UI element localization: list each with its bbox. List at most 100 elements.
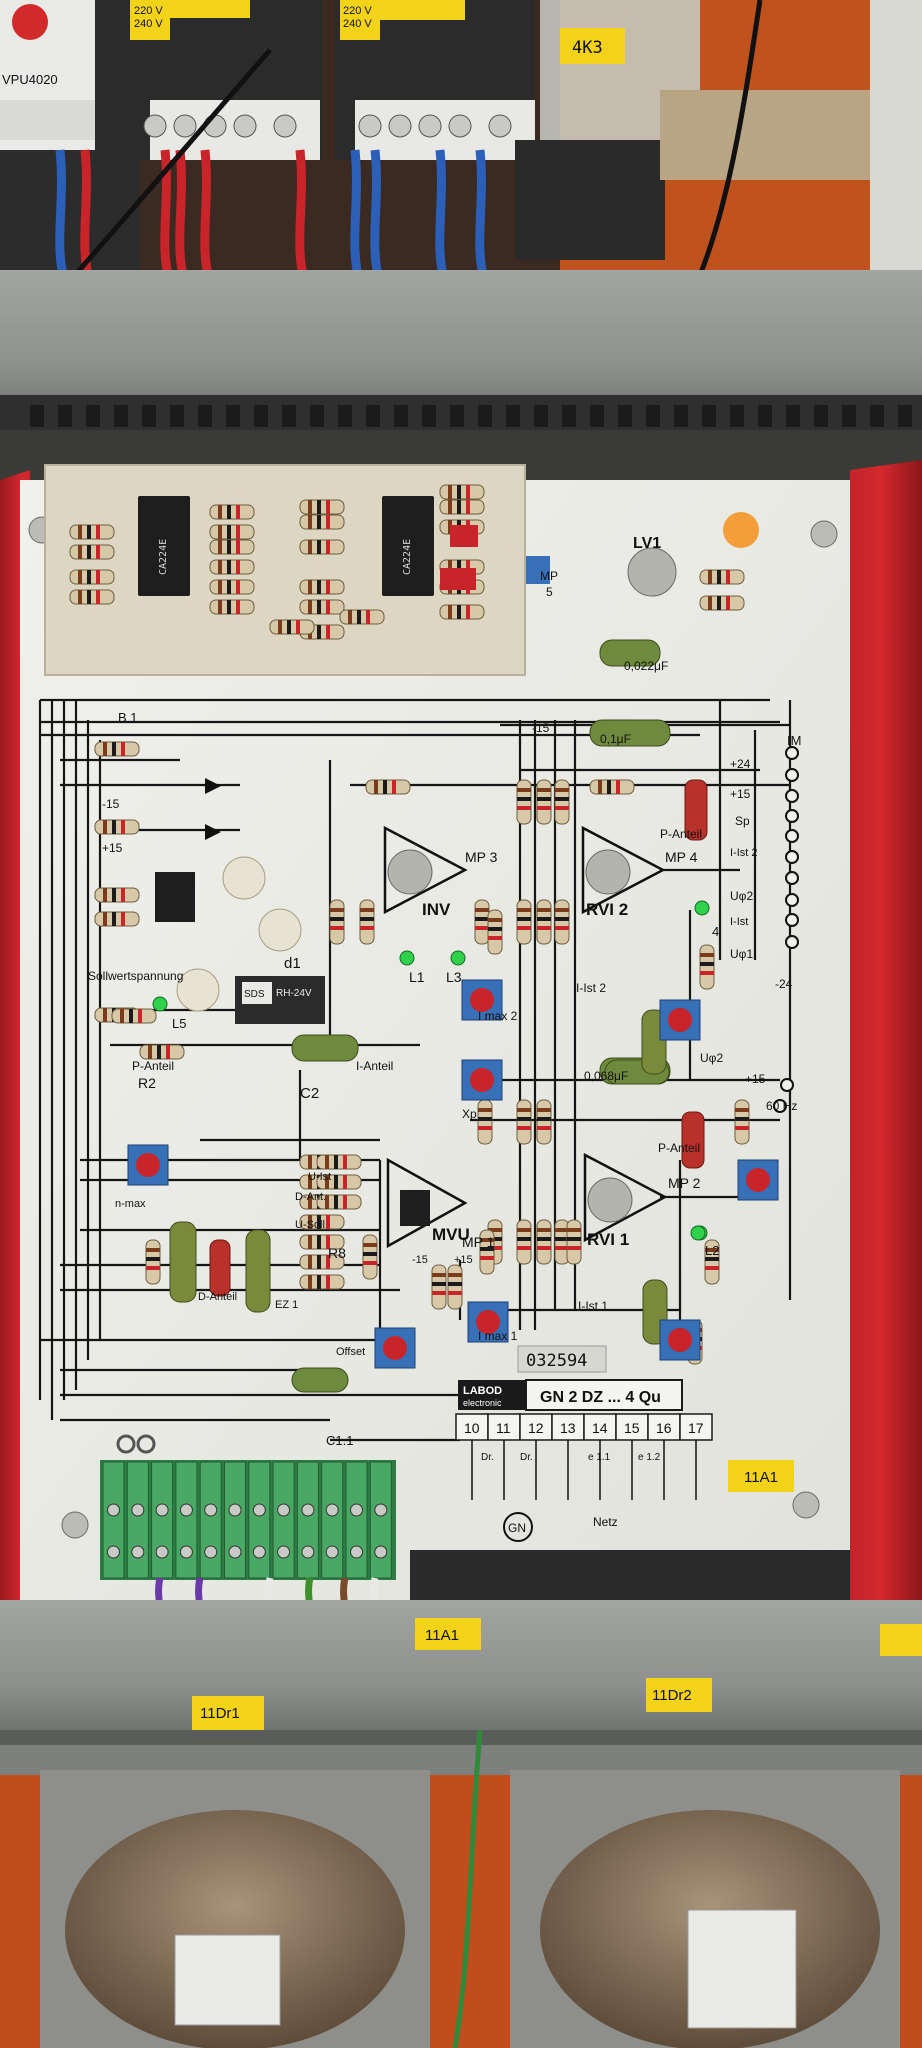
resistor-band (112, 888, 116, 902)
terminal-cell (126, 1461, 149, 1579)
tag-right: 11Dr2 (652, 1687, 692, 1704)
label-im: IM (787, 733, 801, 748)
resistor-band (700, 962, 714, 966)
resistor-band (360, 917, 374, 921)
resistor-band (317, 580, 321, 594)
resistor (554, 899, 570, 945)
rail-slot (898, 405, 912, 427)
resistor-band (705, 1266, 719, 1270)
resistor-band (517, 1246, 531, 1250)
resistor-band (567, 1237, 581, 1241)
resistor-band (537, 797, 551, 801)
resistor-band (334, 1175, 338, 1189)
model-name: GN 2 DZ ... 4 Qu (540, 1389, 661, 1406)
label-l4: 4 (712, 924, 719, 939)
terminal-screw-icon (350, 1545, 363, 1559)
resistor (699, 569, 745, 585)
resistor-band (478, 1126, 492, 1130)
resistor-band (218, 525, 222, 539)
resistor-band (308, 1235, 312, 1249)
label-cap2: 0,068μF (584, 1069, 628, 1083)
resistor-band (112, 820, 116, 834)
terminal-number: 17 (688, 1420, 704, 1436)
resistor-band (87, 525, 91, 539)
test-pin (785, 809, 799, 823)
electrolytic-capacitor (222, 856, 266, 900)
resistor-band (236, 540, 240, 554)
resistor-band (227, 580, 231, 594)
resistor-band (537, 917, 551, 921)
hook-icon (116, 1434, 136, 1454)
resistor-band (555, 1237, 569, 1241)
rail-slot (142, 405, 156, 427)
resistor (111, 1008, 157, 1024)
label-l2: L2 (705, 1243, 719, 1258)
label-mp5b: 5 (546, 585, 553, 599)
resistor-band (96, 590, 100, 604)
breaker-knob-icon (12, 4, 48, 40)
resistor (516, 1099, 532, 1145)
resistor-band (326, 580, 330, 594)
ic-right (382, 496, 434, 596)
resistor-band (227, 560, 231, 574)
resistor-band (157, 1045, 161, 1059)
resistor-band (308, 500, 312, 514)
terminal-cell (679, 1413, 713, 1441)
red-resistor (681, 1111, 705, 1169)
resistor-band (308, 1195, 312, 1209)
resistor-band (227, 540, 231, 554)
resistor (359, 899, 375, 945)
resistor-band (457, 485, 461, 499)
rail-slot (422, 405, 436, 427)
terminal-cell (151, 1461, 174, 1579)
resistor-band (278, 620, 282, 634)
rail-slot (786, 405, 800, 427)
resistor-band (121, 888, 125, 902)
label-p15: +15 (730, 787, 751, 801)
resistor-band (488, 936, 502, 940)
label-panteil_r2: P-Anteil (658, 1141, 700, 1155)
serial-number: 032594 (526, 1351, 587, 1371)
label-inv: INV (422, 900, 451, 919)
resistor (69, 544, 115, 560)
resistor-band (448, 1291, 462, 1295)
resistor (431, 1264, 447, 1310)
terminal-number: 12 (528, 1420, 544, 1436)
terminal-screw-icon (277, 1503, 291, 1517)
terminal-cell (647, 1413, 681, 1441)
resistor-band (308, 1255, 312, 1269)
label-gn: GN (508, 1521, 526, 1535)
resistor (474, 899, 490, 945)
resistor-band (308, 1275, 312, 1289)
resistor-band (146, 1266, 160, 1270)
terminal-screw-icon (374, 1545, 388, 1559)
resistor-band (480, 1238, 494, 1242)
terminal-cell (102, 1461, 125, 1579)
terminal-screw-icon (325, 1545, 339, 1559)
resistor-band (317, 500, 321, 514)
resistor-band (129, 1009, 133, 1023)
resistor (145, 1239, 161, 1285)
terminal-screw-icon (179, 1545, 193, 1559)
terminal-screw-icon (301, 1503, 315, 1517)
terminal-cell (296, 1461, 319, 1579)
rail-slot (618, 405, 632, 427)
resistor-band (308, 540, 312, 554)
terminal-screw-icon (131, 1545, 145, 1559)
ic-right-label: CA224E (402, 539, 413, 575)
resistor-band (236, 580, 240, 594)
resistor-band (330, 908, 344, 912)
contactor-right-voltage-1: 220 V (343, 5, 372, 17)
resistor-band (308, 1155, 312, 1169)
label-dant: D-Ant. (295, 1191, 326, 1203)
resistor-band (537, 1228, 551, 1232)
resistor-band (326, 600, 330, 614)
label-m15d: -15 (412, 1254, 428, 1266)
screw-icon (173, 114, 197, 138)
rail-slot (590, 405, 604, 427)
resistor-band (363, 1261, 377, 1265)
resistor-band (616, 780, 620, 794)
resistor (94, 887, 140, 903)
ic-small (155, 872, 195, 922)
resistor-band (567, 1246, 581, 1250)
